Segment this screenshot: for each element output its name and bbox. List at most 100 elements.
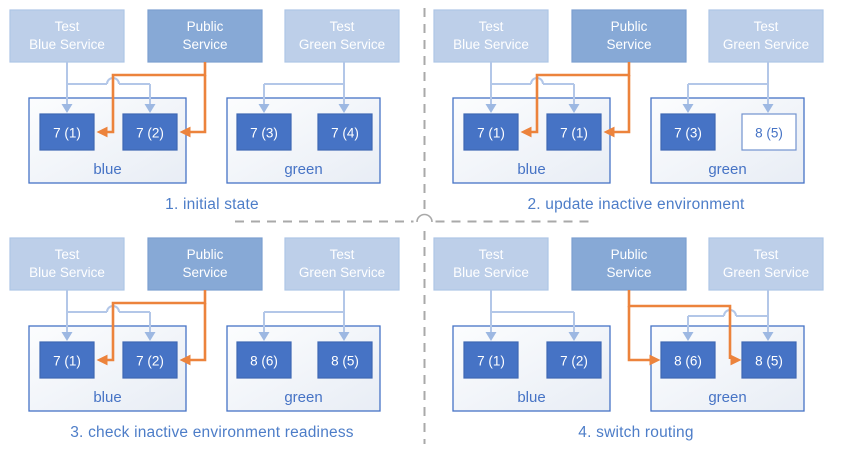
public-route-arrow xyxy=(107,62,207,134)
test-arrow-head-icon xyxy=(568,104,580,113)
test-arrow-head-icon xyxy=(762,332,774,341)
pod-label: 7 (2) xyxy=(136,354,164,369)
test-green-service-box xyxy=(708,237,824,291)
pod-label: 7 (4) xyxy=(331,126,359,141)
pod-green-2 xyxy=(741,113,797,151)
pod-green-1 xyxy=(660,341,716,379)
pod-label: 7 (3) xyxy=(674,126,702,141)
public-route-arrow xyxy=(614,75,631,134)
step-caption: 3. check inactive environment readiness xyxy=(70,424,354,441)
pod-blue-2 xyxy=(546,341,602,379)
route-arrow-head-icon xyxy=(730,354,742,366)
pod-label: 8 (5) xyxy=(331,354,359,369)
pod-label: 8 (5) xyxy=(755,354,783,369)
pod-blue-2 xyxy=(122,113,178,151)
pod-green-2 xyxy=(741,341,797,379)
test-arrow-head-icon xyxy=(485,332,497,341)
pod-label: 7 (2) xyxy=(136,126,164,141)
route-arrow-head-icon xyxy=(179,354,191,366)
environment-label-green: green xyxy=(284,389,322,406)
test-blue-service-box xyxy=(433,237,549,291)
pod-green-2 xyxy=(317,341,373,379)
public-route-arrow xyxy=(190,303,207,362)
environment-label-green: green xyxy=(708,161,746,178)
pod-blue-2 xyxy=(546,113,602,151)
public-service-box xyxy=(147,9,263,63)
test-arrow-head-icon xyxy=(682,332,694,341)
environment-label-green: green xyxy=(708,389,746,406)
pod-label: 7 (3) xyxy=(250,126,278,141)
pod-green-2 xyxy=(317,113,373,151)
public-route-arrow xyxy=(627,290,732,359)
pod-label: 7 (1) xyxy=(560,126,588,141)
test-arrow-head-icon xyxy=(568,332,580,341)
pod-blue-1 xyxy=(39,113,95,151)
public-route-arrow xyxy=(190,75,207,134)
step-caption: 1. initial state xyxy=(165,196,259,213)
pod-green-1 xyxy=(236,113,292,151)
pod-label: 8 (5) xyxy=(755,126,783,141)
step-caption: 2. update inactive environment xyxy=(527,196,745,213)
test-arrow-head-icon xyxy=(762,104,774,113)
step-caption: 4. switch routing xyxy=(578,424,694,441)
route-arrow-head-icon xyxy=(520,126,532,138)
test-blue-service-box xyxy=(9,237,125,291)
environment-label-blue: blue xyxy=(517,161,545,178)
pod-blue-1 xyxy=(39,341,95,379)
test-arrow-head-icon xyxy=(338,332,350,341)
test-arrow-head-icon xyxy=(485,104,497,113)
test-green-service-box xyxy=(284,9,400,63)
route-arrow-head-icon xyxy=(96,126,108,138)
pod-blue-2 xyxy=(122,341,178,379)
public-route-arrow xyxy=(107,290,207,362)
pod-label: 7 (1) xyxy=(477,354,505,369)
route-arrow-head-icon xyxy=(603,126,615,138)
pod-label: 7 (1) xyxy=(53,126,81,141)
environment-label-blue: blue xyxy=(93,389,121,406)
test-arrow-head-icon xyxy=(258,104,270,113)
public-route-arrow xyxy=(531,62,631,134)
route-arrow-head-icon xyxy=(96,354,108,366)
test-blue-service-box xyxy=(433,9,549,63)
public-service-box xyxy=(147,237,263,291)
environment-label-blue: blue xyxy=(93,161,121,178)
pod-green-1 xyxy=(236,341,292,379)
pod-blue-1 xyxy=(463,113,519,151)
pod-label: 8 (6) xyxy=(674,354,702,369)
public-service-box xyxy=(571,9,687,63)
environment-label-green: green xyxy=(284,161,322,178)
test-arrow-head-icon xyxy=(258,332,270,341)
test-arrow-head-icon xyxy=(338,104,350,113)
test-green-service-box xyxy=(284,237,400,291)
pod-label: 7 (2) xyxy=(560,354,588,369)
pod-green-1 xyxy=(660,113,716,151)
test-arrow-head-icon xyxy=(144,104,156,113)
test-arrow-head-icon xyxy=(144,332,156,341)
route-arrow-head-icon xyxy=(179,126,191,138)
pod-label: 7 (1) xyxy=(53,354,81,369)
route-arrow-head-icon xyxy=(649,354,661,366)
pod-label: 8 (6) xyxy=(250,354,278,369)
test-green-service-box xyxy=(708,9,824,63)
